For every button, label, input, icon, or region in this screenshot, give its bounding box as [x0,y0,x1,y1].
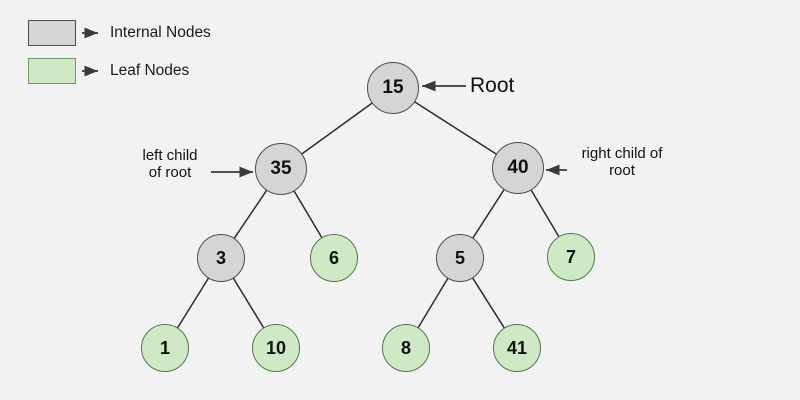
tree-node-label: 7 [565,246,576,267]
tree-edge-group [176,100,560,329]
tree-node-label: 35 [270,158,292,179]
right-child-annotation-line1: right child of [581,145,663,162]
tree-node-label: 10 [265,337,287,358]
tree-node-label: 5 [454,247,465,268]
tree-node-label: 40 [507,157,529,178]
tree-node-label: 41 [506,337,528,358]
right-child-annotation-line2: root [609,162,635,179]
tree-node-3: 3 [197,234,245,282]
tree-node-5: 5 [436,234,484,282]
left-child-annotation-label: left child of root [134,147,206,181]
tree-edge-5-41 [471,277,506,329]
tree-node-6: 6 [310,234,358,282]
tree-edge-3-10 [232,277,265,329]
legend-swatch-internal [28,20,76,46]
tree-node-label: 1 [159,337,170,358]
tree-node-8: 8 [382,324,430,372]
tree-node-label: 8 [400,337,411,358]
legend-swatch-leaf [28,58,76,84]
tree-node-10: 10 [252,324,300,372]
right-child-annotation-label: right child of root [567,145,677,179]
left-child-annotation-line2: of root [148,164,192,181]
tree-edge-40-5 [471,188,506,240]
root-annotation-label: Root [470,74,515,97]
tree-edge-15-40 [413,100,498,156]
legend-label-leaf: Leaf Nodes [110,62,190,79]
tree-edge-5-8 [417,277,449,329]
tree-edge-35-3 [233,189,268,240]
tree-node-40: 40 [492,142,544,194]
tree-edge-15-35 [300,102,374,155]
tree-node-1: 1 [141,324,189,372]
tree-edge-40-7 [530,189,560,238]
left-child-annotation-line1: left child [142,147,198,164]
legend-label-internal: Internal Nodes [110,24,211,41]
tree-node-41: 41 [493,324,541,372]
tree-node-35: 35 [255,143,307,195]
tree-node-label: 3 [215,247,226,268]
tree-node-label: 15 [382,77,404,98]
tree-node-7: 7 [547,233,595,281]
tree-edge-35-6 [293,190,323,239]
tree-edge-3-1 [176,277,210,329]
tree-node-15: 15 [367,62,419,114]
tree-node-label: 6 [328,247,339,268]
